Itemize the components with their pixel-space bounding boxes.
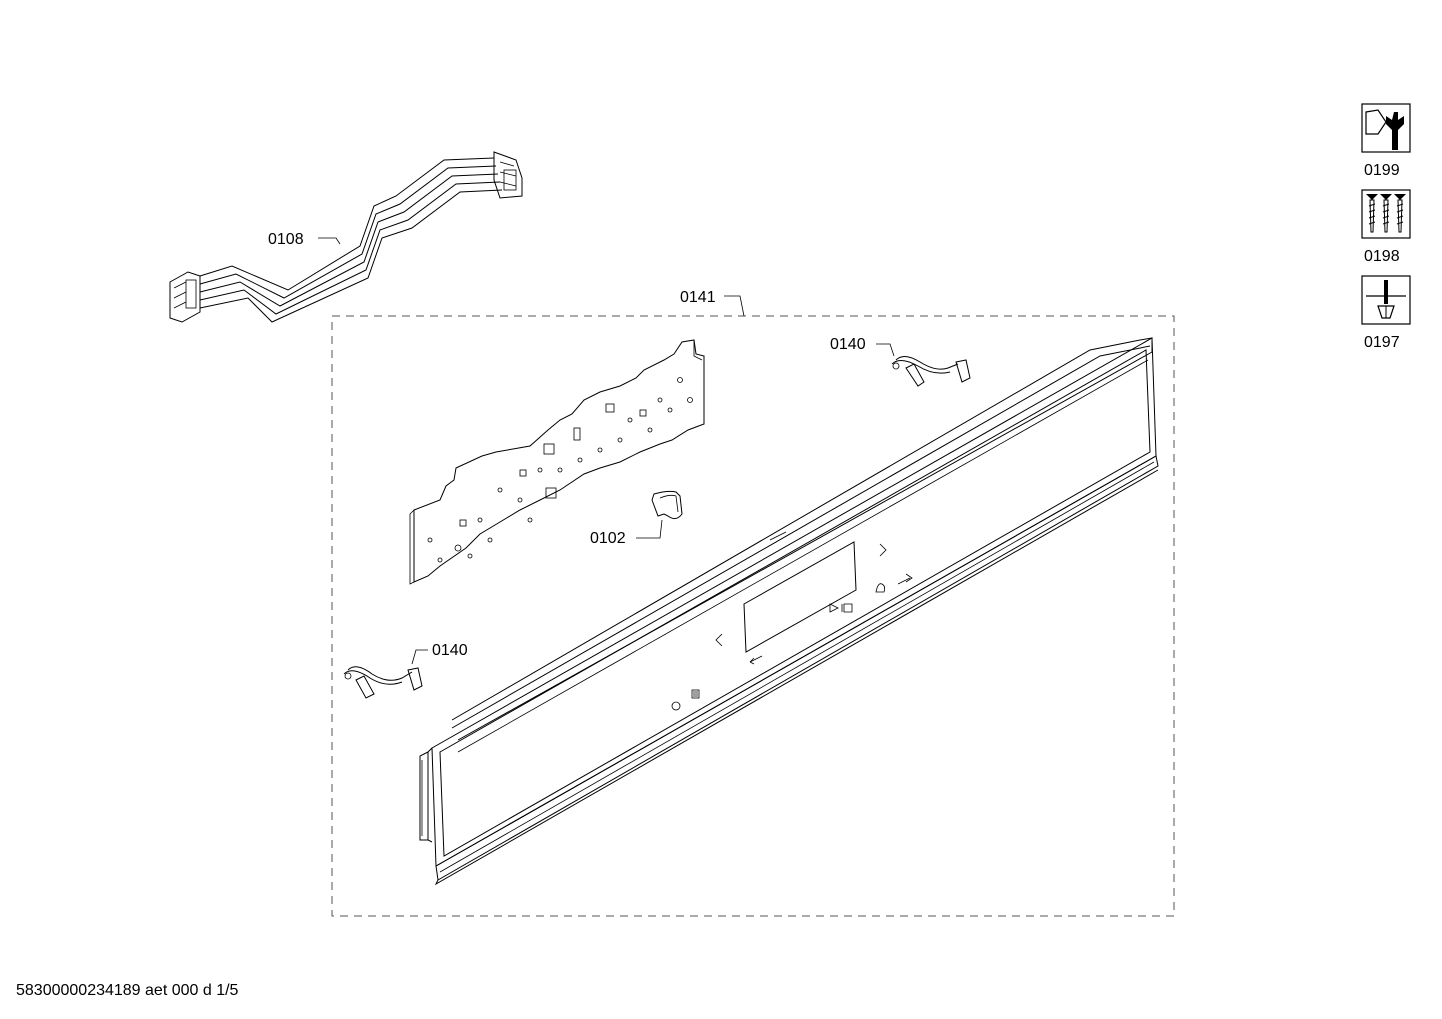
left-arrow-icon: [715, 633, 723, 647]
leader-0140-left: [411, 649, 428, 665]
wire-harness: [169, 151, 523, 323]
leader-0141: [724, 295, 745, 317]
assembly-boundary: [331, 315, 1175, 917]
leader-0140-top: [876, 343, 895, 357]
sensor-top: [891, 356, 971, 387]
bell-icon: [875, 583, 886, 593]
right-arrow-icon: [879, 543, 887, 557]
screws-icon: [1366, 194, 1406, 233]
side-icon-0198: [1361, 189, 1411, 239]
side-icon-0199: [1361, 103, 1411, 153]
menu-icon: [691, 689, 700, 699]
side-icon-label-0198: 0198: [1364, 248, 1400, 265]
play-stop-icon: [829, 603, 853, 613]
screwdriver-icon: [1366, 280, 1406, 319]
part-label-0102: 0102: [590, 530, 626, 547]
nut-wrench-icon: [1365, 109, 1387, 135]
back-arrow-icon: [749, 655, 763, 665]
sensor-left: [343, 666, 423, 699]
part-label-0108: 0108: [268, 231, 304, 248]
part-label-0140-top: 0140: [830, 336, 866, 353]
leader-0108: [318, 237, 341, 245]
power-icon: [671, 701, 681, 711]
side-icon-label-0197: 0197: [1364, 334, 1400, 351]
part-label-0141: 0141: [680, 289, 716, 306]
control-panel: [419, 337, 1159, 886]
circuit-board: [409, 339, 705, 585]
side-icon-0197: [1361, 275, 1411, 325]
leader-0102: [636, 519, 663, 539]
document-footer: 58300000234189 aet 000 d 1/5: [16, 982, 239, 999]
part-label-0140-left: 0140: [432, 642, 468, 659]
key-icon: [897, 573, 913, 585]
spring-clip: [651, 490, 683, 520]
side-icon-label-0199: 0199: [1364, 162, 1400, 179]
